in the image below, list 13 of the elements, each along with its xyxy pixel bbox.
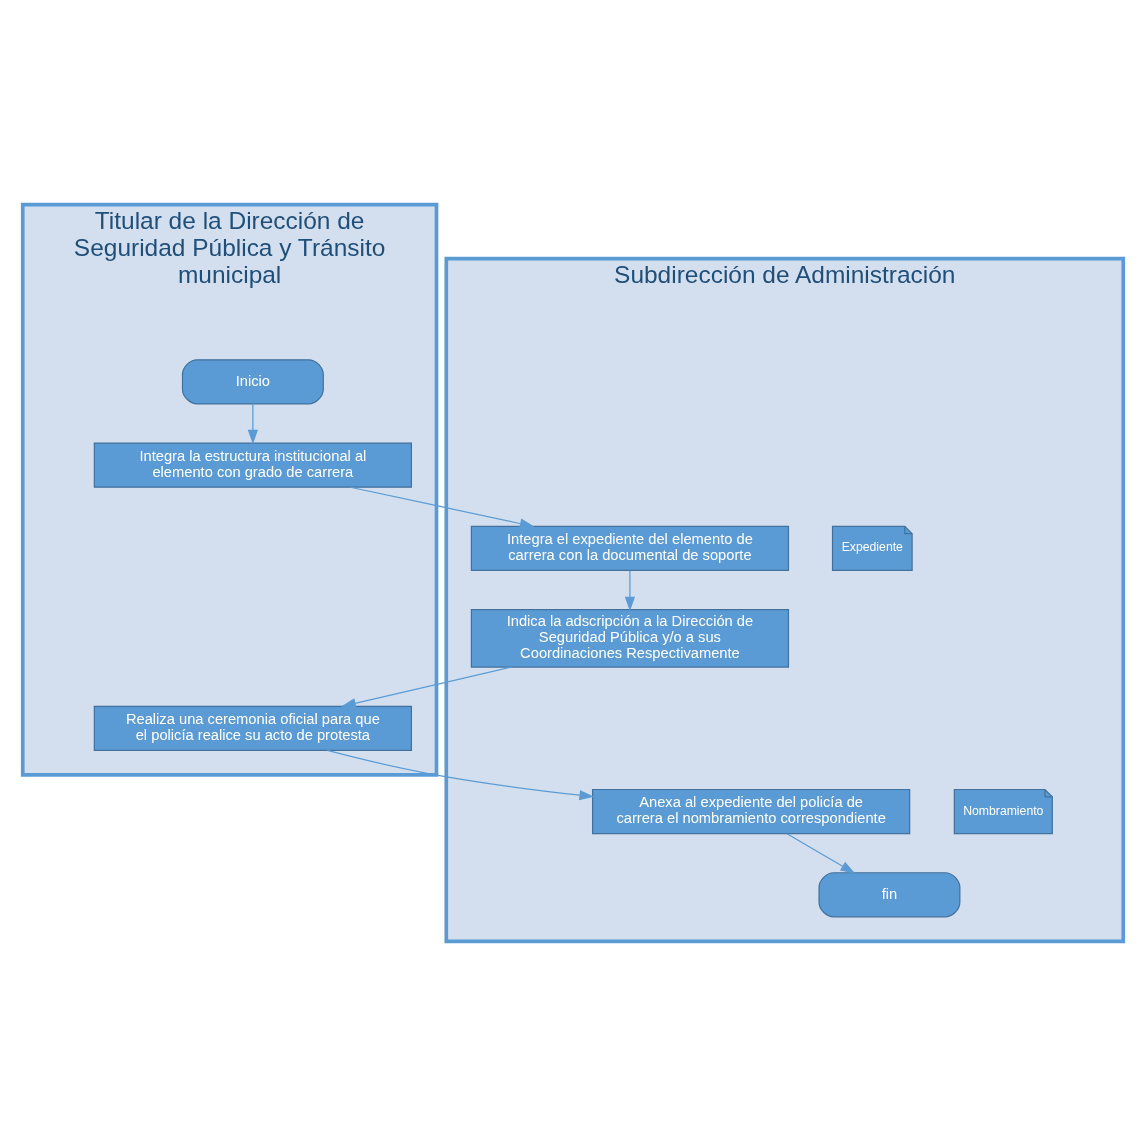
arrow [349, 486, 535, 529]
arrow [247, 403, 259, 444]
node-box: Integra el expediente del elemento de carrera con la documental de soporte [470, 525, 790, 571]
arrow [341, 666, 512, 708]
arrow [326, 749, 595, 800]
arrow [786, 832, 856, 874]
node-box: fin [818, 871, 961, 917]
node-box: Anexa al expediente del policía de carrera el nombramiento correspondiente [592, 788, 911, 834]
node-box: Realiza una ceremonia oficial para que el policía realice su acto de protesta [93, 705, 413, 751]
arrow [624, 569, 636, 611]
node-box: Indica la adscripción a la Dirección de Seguridad Pública y/o a sus Coordinaciones Respectivamente [470, 608, 790, 668]
node-box: Inicio [181, 358, 324, 404]
node-box: Integra la estructura institucional al elemento con grado de carrera [93, 441, 413, 488]
